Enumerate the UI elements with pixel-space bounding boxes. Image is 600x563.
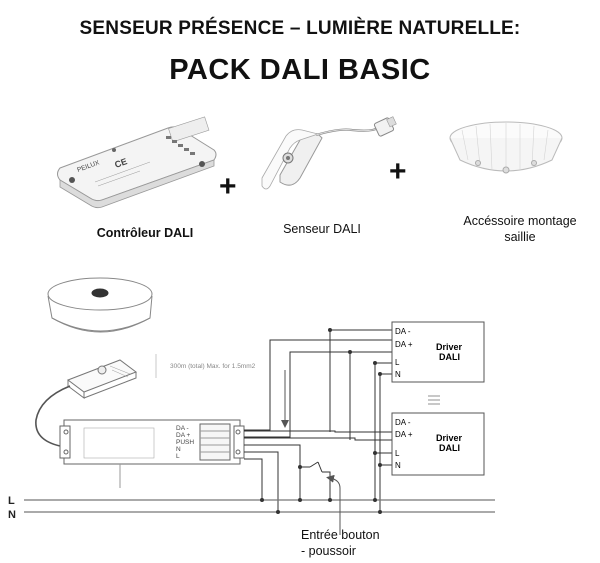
terminal-l: L [176,453,180,460]
driver1-name-1: Driver [436,342,463,352]
controller-label: Contrôleur DALI [96,226,194,240]
button-input-line-1: Entrée bouton [301,528,380,542]
title-line-1: SENSEUR PRÉSENCE – LUMIÈRE NATURELLE: [79,18,521,39]
terminal-da-plus: DA + [176,432,190,439]
mains-lines [24,499,495,513]
mounted-sensor-drawing [47,277,153,333]
connection-dots [260,328,382,514]
wiring-lines [244,329,392,512]
terminal-n: N [176,446,181,453]
driver2-name-2: DALI [439,443,460,453]
terminal-push: PUSH [176,439,194,446]
sensor-product-image [261,116,397,190]
controller-drawing [59,419,245,488]
title-line-2: PACK DALI BASIC [169,54,431,86]
driver2-n: N [395,461,401,470]
plus-sign-1: + [219,170,237,203]
mains-n-label: N [8,509,16,521]
driver1-name-2: DALI [439,352,460,362]
controller-product-image: PEILUX CE [57,116,217,209]
ce-mark: CE [113,156,128,170]
driver-box-1: DA - DA + L N Driver DALI [391,321,485,383]
button-input-label: Entrée bouton - poussoir [301,527,380,559]
mains-l-label: L [8,495,15,507]
terminal-da-minus: DA - [176,425,189,432]
plus-sign-2: + [389,155,407,188]
driver2-name-1: Driver [436,433,463,443]
driver1-l: L [395,358,400,367]
accessory-product-image [449,121,563,174]
accessory-label-1: Accéssoire montage [463,214,577,228]
driver1-da-plus: DA + [395,340,413,349]
driver-box-2: DA - DA + L N Driver DALI [391,412,485,476]
driver2-l: L [395,449,400,458]
cable-length-note: 300m (total) Max. for 1.5mm2 [170,363,256,370]
driver-separator [428,395,440,405]
driver1-n: N [395,370,401,379]
sensor-head-drawing [35,359,138,448]
sensor-label: Senseur DALI [283,222,361,236]
driver1-da-minus: DA - [395,327,411,336]
button-input-line-2: - poussoir [301,544,356,558]
controller-terminal-labels: DA - DA + PUSH N L [176,425,194,460]
driver2-da-plus: DA + [395,430,413,439]
accessory-label-2: saillie [504,230,536,244]
driver2-da-minus: DA - [395,418,411,427]
